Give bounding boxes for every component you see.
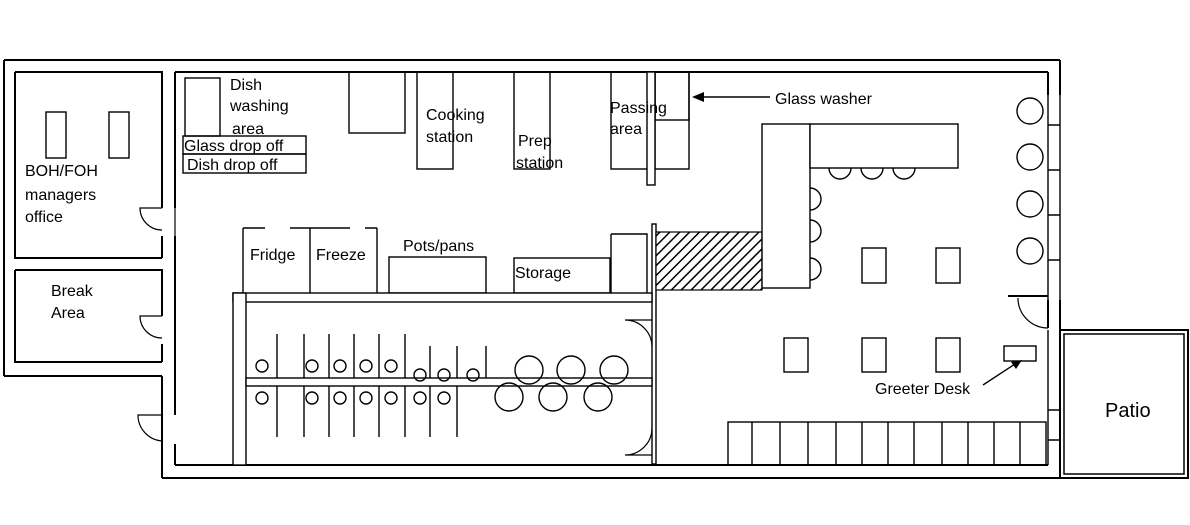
break-room-door[interactable] [139,315,163,339]
kitchen-swing-door-upper[interactable] [624,319,653,348]
cooking-station-label: station [426,129,473,146]
greeter-desk-label: Greeter Desk [875,381,971,398]
break-area-label: Break [51,283,94,300]
cooking-station-label: Cooking [426,107,485,124]
kitchen-stations [182,71,690,186]
dining-tables [783,247,961,373]
sinks-bottom [494,382,613,412]
toilet-icons-bottom [255,391,451,405]
bar-stools-side [809,187,822,281]
prep-station-counter [513,71,551,170]
hatched-bar-floor [655,231,763,291]
office-label: BOH/FOH [25,163,98,180]
freezer-label: Freeze [316,247,366,264]
kitchen-partition-wall [646,71,656,186]
patio-door[interactable] [1017,297,1049,329]
glass-washer-label: Glass washer [775,91,873,108]
break-room [14,269,163,363]
doors [137,207,1049,456]
prep-station-label: station [516,155,563,172]
dish-drop-off-label: Dish drop off [187,157,278,174]
room-labels: Dish washing area Glass drop off Dish dr… [25,77,1151,422]
back-exit-door[interactable] [137,414,163,442]
office-label: managers [25,187,96,204]
window-booths [1016,95,1061,300]
cooking-station-counter [416,71,454,170]
office-room [14,71,163,259]
pots-pans-label: Pots/pans [403,238,474,255]
dish-washing-label: Dish [230,77,262,94]
passing-area-label: Passing [610,100,667,117]
office-label: office [25,209,63,226]
pots-pans-rack [388,256,487,294]
office-door[interactable] [139,207,163,231]
kitchen-corridor [232,292,653,466]
greeter-desk [1003,345,1037,362]
restroom-stalls [255,334,629,437]
patio-label: Patio [1105,400,1151,422]
office-desk [45,111,67,159]
dish-drop-off-counter [182,153,307,174]
patio-area [1047,329,1189,479]
storage-cabinet [610,233,648,293]
office-desk [108,111,130,159]
glass-drop-off-label: Glass drop off [184,138,284,155]
toilet-icons-top [255,359,480,382]
glass-washer-arrow [692,92,770,102]
cooking-range [348,71,406,134]
bar-counter [761,123,959,289]
sinks-top [514,355,629,385]
dish-washing-label: washing [229,98,289,115]
fridge-unit [242,227,265,293]
freezer-unit [290,227,350,293]
storage-units [242,223,657,465]
passing-area-label: area [610,121,642,138]
dish-washing-label: area [232,121,264,138]
storage-label: Storage [515,265,571,282]
front-booth-seating [727,421,1047,466]
prep-station-label: Prep [518,133,552,150]
dish-washing-sink [184,77,221,137]
kitchen-swing-door-lower[interactable] [624,427,653,456]
fridge-label: Fridge [250,247,295,264]
greeter-arrow [982,360,1022,386]
break-area-label: Area [51,305,85,322]
bar-stools-top [828,167,916,180]
